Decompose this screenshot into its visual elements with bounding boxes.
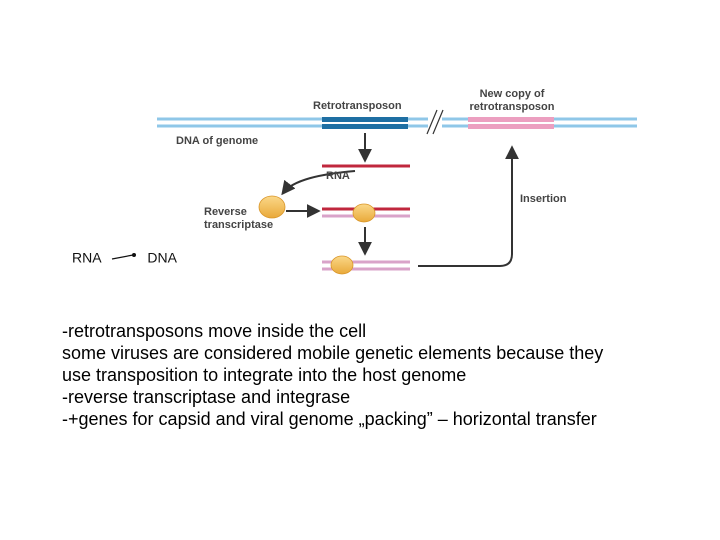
relation-from: RNA (72, 249, 102, 266)
rna-to-enzyme-arrow (281, 170, 356, 196)
notes-text: -retrotransposons move inside the cell s… (62, 320, 603, 430)
note-line: use transposition to integrate into the … (62, 365, 467, 385)
reverse-transcriptase-label: Reverse transcriptase (204, 206, 274, 231)
rna-label: RNA (326, 170, 350, 182)
reverse-transcriptase-enzyme (258, 195, 286, 219)
dna-copy (322, 255, 410, 275)
relation-arrow-icon (112, 253, 137, 260)
rna-to-dna-relation: RNA DNA (72, 248, 177, 265)
insertion-label: Insertion (520, 193, 567, 205)
rna-dna-hybrid (322, 203, 410, 223)
note-line: -+genes for capsid and viral genome „pac… (62, 409, 597, 429)
retrotransposon-segment (322, 117, 408, 129)
note-line: some viruses are considered mobile genet… (62, 343, 604, 363)
insertion-arrow (418, 145, 519, 267)
dna-of-genome-label: DNA of genome (176, 135, 259, 147)
new-copy-label: New copy of retrotransposon (469, 88, 555, 113)
new-copy-segment (468, 117, 554, 129)
note-line: -retrotransposons move inside the cell (62, 321, 367, 341)
genome-break-mark (426, 109, 444, 135)
retrotransposon-label: Retrotransposon (313, 100, 402, 112)
relation-to: DNA (147, 249, 177, 266)
retrotransposition-diagram (157, 109, 637, 275)
note-line: -reverse transcriptase and integrase (62, 387, 351, 407)
